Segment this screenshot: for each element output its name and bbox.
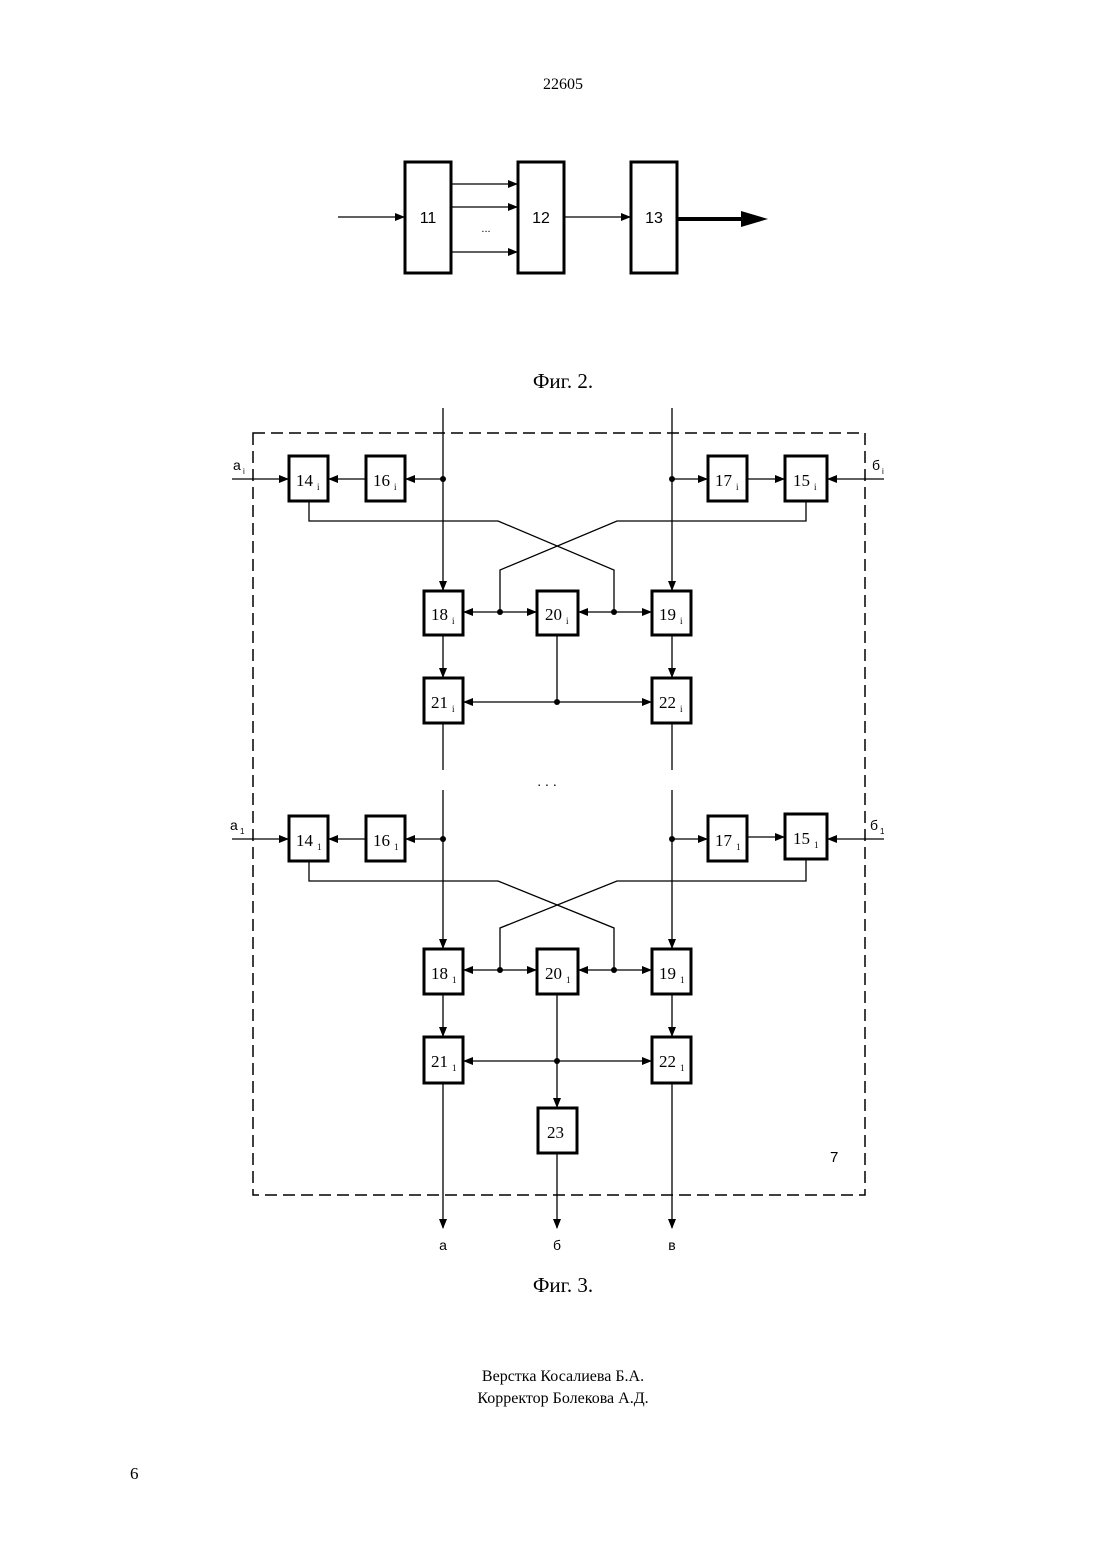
- svg-text:19: 19: [659, 605, 676, 624]
- svg-text:i: i: [243, 467, 245, 476]
- output-b: б: [553, 1237, 561, 1253]
- fig2-block-12-label: 12: [532, 210, 550, 227]
- svg-text:20: 20: [545, 964, 562, 983]
- svg-text:i: i: [882, 467, 884, 476]
- svg-text:1: 1: [452, 1063, 457, 1073]
- stage-1-input-a: a: [230, 817, 238, 833]
- svg-text:21: 21: [431, 1052, 448, 1071]
- svg-text:1: 1: [814, 840, 819, 850]
- svg-text:15: 15: [793, 471, 810, 490]
- stage-1-input-b: б: [870, 817, 878, 833]
- svg-text:1: 1: [566, 975, 571, 985]
- svg-text:1: 1: [736, 842, 741, 852]
- fig3-ellipsis: . . .: [537, 773, 556, 789]
- output-v: в: [668, 1237, 675, 1253]
- credits-layout: Верстка Косалиева Б.А.: [0, 1366, 1100, 1388]
- page-number: 6: [130, 1464, 139, 1484]
- svg-text:1: 1: [317, 842, 322, 852]
- svg-text:20: 20: [545, 605, 562, 624]
- unit-7-label: 7: [830, 1149, 838, 1166]
- svg-text:14: 14: [296, 831, 314, 850]
- credits: Верстка Косалиева Б.А. Корректор Болеков…: [0, 1366, 1100, 1410]
- stage-i-input-a: a: [233, 457, 241, 473]
- svg-text:17: 17: [715, 831, 733, 850]
- fig2-block-11-label: 11: [420, 210, 437, 227]
- fig2-diagram: 11 ... 12 13: [338, 162, 768, 273]
- svg-text:18: 18: [431, 964, 448, 983]
- svg-text:1: 1: [240, 827, 245, 836]
- svg-text:14: 14: [296, 471, 314, 490]
- fig3-caption: Фиг. 3.: [0, 1273, 1100, 1298]
- stage-i: a i б i 14 i 16 i 17 i 15 i: [232, 408, 884, 770]
- svg-text:22: 22: [659, 1052, 676, 1071]
- svg-text:17: 17: [715, 471, 733, 490]
- fig2-caption: Фиг. 2.: [0, 369, 1100, 394]
- svg-text:1: 1: [680, 1063, 685, 1073]
- fig2-block-13-label: 13: [645, 210, 663, 227]
- svg-text:22: 22: [659, 693, 676, 712]
- svg-text:18: 18: [431, 605, 448, 624]
- svg-text:1: 1: [680, 975, 685, 985]
- svg-text:1: 1: [880, 827, 885, 836]
- svg-text:21: 21: [431, 693, 448, 712]
- credits-corrector: Корректор Болекова А.Д.: [0, 1388, 1100, 1410]
- svg-text:16: 16: [373, 831, 390, 850]
- svg-text:1: 1: [394, 842, 399, 852]
- stage-i-input-b: б: [872, 457, 880, 473]
- svg-text:23: 23: [547, 1123, 564, 1142]
- fig2-ellipsis: ...: [481, 223, 490, 235]
- fig3-diagram: 7 a i б i 14 i 16 i 17 i: [230, 408, 885, 1253]
- svg-text:15: 15: [793, 829, 810, 848]
- output-a: а: [439, 1237, 447, 1253]
- stage-1: a 1 б 1 14 1 16 1 17 1 15 1: [230, 790, 885, 1253]
- fig2-output-arrow-icon: [741, 211, 768, 227]
- svg-text:19: 19: [659, 964, 676, 983]
- svg-text:1: 1: [452, 975, 457, 985]
- svg-text:16: 16: [373, 471, 390, 490]
